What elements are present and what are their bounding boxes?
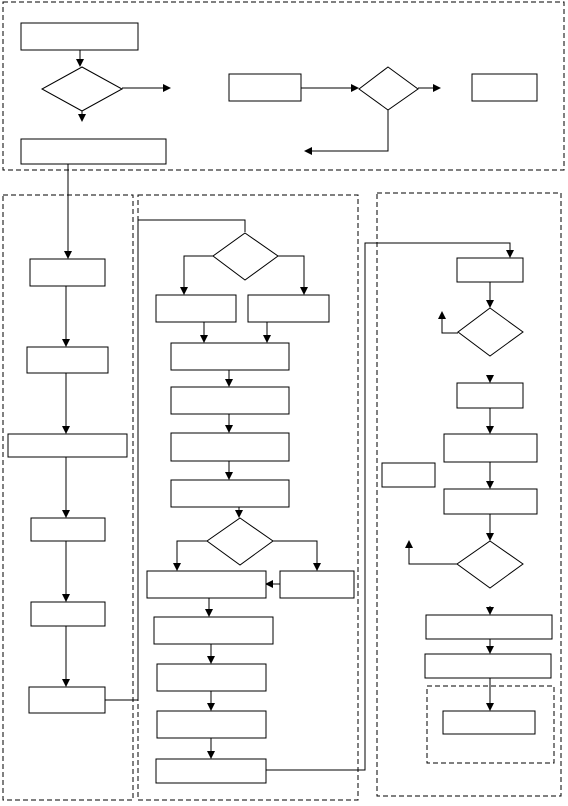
decision-diamond-r7 bbox=[456, 540, 524, 589]
process-box-l6 bbox=[28, 686, 106, 714]
process-box-m7 bbox=[170, 479, 290, 508]
decision-diamond-m1 bbox=[212, 232, 279, 281]
process-box-m11 bbox=[153, 616, 274, 645]
process-box-l2 bbox=[26, 346, 109, 374]
process-box-m3 bbox=[247, 294, 330, 323]
process-box-m9 bbox=[146, 570, 267, 599]
edge-r7-r3 bbox=[405, 540, 457, 565]
process-box-r10 bbox=[442, 710, 536, 735]
process-box-m10 bbox=[279, 570, 355, 599]
region-right bbox=[376, 192, 562, 797]
process-box-l1 bbox=[29, 258, 106, 287]
decision-diamond-r2 bbox=[457, 307, 524, 357]
process-box-t1 bbox=[20, 22, 139, 51]
process-box-l3 bbox=[7, 433, 128, 458]
process-box-r9 bbox=[424, 653, 552, 679]
edge-t4-t6 bbox=[304, 109, 389, 155]
process-box-r8 bbox=[425, 614, 553, 640]
edge-m8-m10 bbox=[273, 540, 321, 571]
process-box-m5 bbox=[170, 386, 290, 415]
process-box-l4 bbox=[30, 517, 106, 542]
process-box-t6 bbox=[20, 138, 167, 165]
process-box-m6 bbox=[170, 432, 290, 462]
process-box-m4 bbox=[170, 342, 290, 371]
edge-r2-r1 bbox=[438, 311, 458, 334]
region-right-inner bbox=[426, 685, 555, 764]
edge-m8-m9 bbox=[173, 540, 207, 571]
process-box-r5 bbox=[443, 488, 538, 515]
edge-l6-m1 bbox=[105, 219, 246, 701]
process-box-m14 bbox=[155, 758, 267, 784]
edge-m1-m3 bbox=[278, 255, 308, 295]
process-box-l5 bbox=[30, 601, 106, 627]
edge-m1-m2 bbox=[180, 255, 213, 295]
process-box-r4 bbox=[443, 433, 538, 463]
process-box-t3 bbox=[228, 73, 302, 102]
process-box-r3 bbox=[456, 382, 524, 409]
process-box-m12 bbox=[156, 663, 267, 692]
process-box-t5 bbox=[471, 73, 538, 102]
process-box-m13 bbox=[156, 710, 267, 739]
process-box-m2 bbox=[155, 294, 237, 323]
process-box-r1 bbox=[456, 257, 524, 283]
decision-diamond-t4 bbox=[358, 66, 419, 111]
process-box-r6 bbox=[381, 462, 436, 488]
nodes bbox=[7, 22, 553, 784]
edges bbox=[62, 50, 514, 771]
decision-diamond-m8 bbox=[206, 517, 274, 566]
region-top bbox=[2, 1, 565, 171]
decision-diamond-t2 bbox=[40, 66, 124, 112]
edge-m14-r1 bbox=[266, 242, 514, 771]
